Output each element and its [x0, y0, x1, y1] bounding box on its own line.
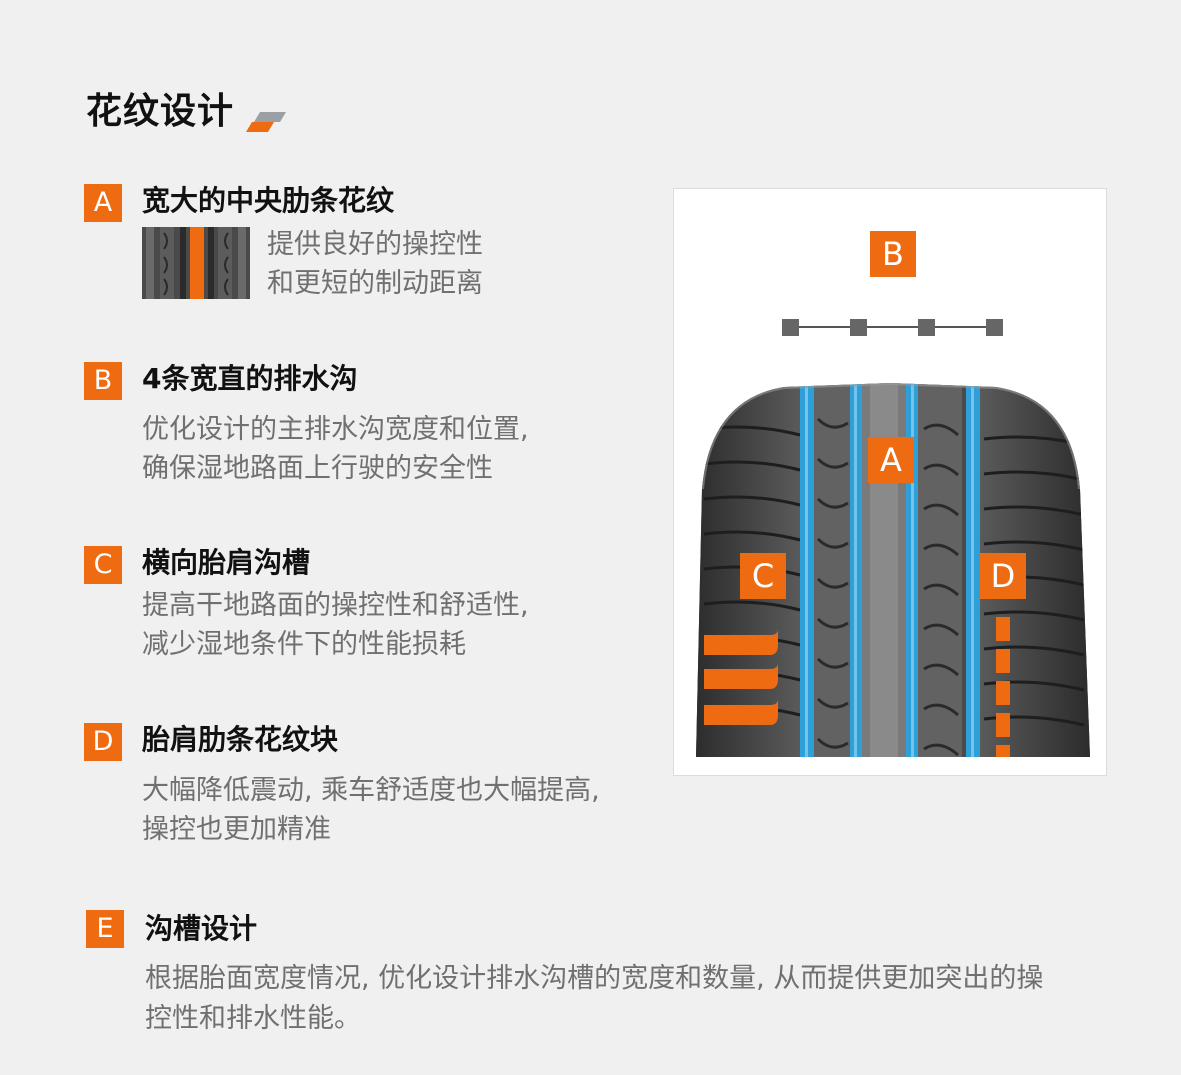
feature-d-desc-line-1: 大幅降低震动, 乘车舒适度也大幅提高, [142, 775, 600, 806]
feature-a-title: 宽大的中央肋条花纹 [142, 184, 395, 217]
page-title: 花纹设计 [86, 91, 235, 132]
tread-diagram-panel: B A C D [673, 188, 1107, 776]
title-accent-mark [246, 112, 286, 132]
feature-d-title: 胎肩肋条花纹块 [142, 723, 339, 756]
feature-e-desc-line-2: 控性和排水性能。 [145, 1003, 361, 1034]
feature-e-badge: E [86, 910, 124, 948]
feature-b-desc-line-1: 优化设计的主排水沟宽度和位置, [142, 414, 529, 445]
diagram-label-b: B [870, 231, 916, 277]
feature-b-badge: B [84, 362, 122, 400]
center-rib-thumbnail [142, 227, 250, 299]
feature-c-desc-line-1: 提高干地路面的操控性和舒适性, [142, 590, 529, 621]
feature-c-desc-line-2: 减少湿地条件下的性能损耗 [142, 629, 466, 660]
diagram-label-d: D [980, 553, 1026, 599]
feature-a-badge: A [84, 184, 122, 222]
feature-a-desc-line-2: 和更短的制动距离 [267, 268, 483, 299]
diagram-label-a: A [868, 437, 914, 483]
feature-c-badge: C [84, 546, 122, 584]
feature-d-badge: D [84, 723, 122, 761]
diagram-label-c: C [740, 553, 786, 599]
groove-position-indicator [782, 319, 1003, 336]
feature-c-title: 横向胎肩沟槽 [142, 546, 311, 579]
feature-b-desc-line-2: 确保湿地路面上行驶的安全性 [142, 453, 493, 484]
tire-tread-image [696, 383, 1090, 757]
feature-d-desc-line-2: 操控也更加精准 [142, 814, 331, 845]
feature-e-desc-line-1: 根据胎面宽度情况, 优化设计排水沟槽的宽度和数量, 从而提供更加突出的操 [145, 963, 1044, 994]
feature-e-title: 沟槽设计 [145, 912, 258, 945]
feature-b-title: 4条宽直的排水沟 [142, 362, 358, 395]
feature-a-desc-line-1: 提供良好的操控性 [267, 229, 483, 260]
